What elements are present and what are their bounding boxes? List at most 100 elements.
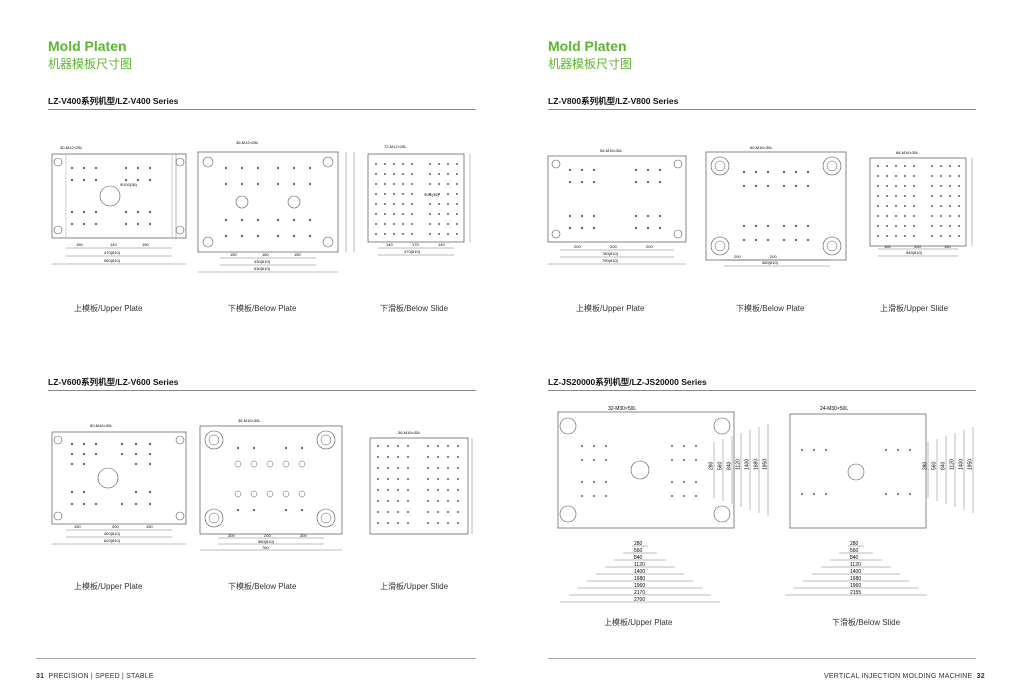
bolt-hole bbox=[438, 223, 440, 225]
bolt-hole bbox=[393, 223, 395, 225]
bolt-hole bbox=[904, 205, 906, 207]
bolt-hole bbox=[429, 193, 431, 195]
svg-text:Φ24(36): Φ24(36) bbox=[424, 192, 439, 197]
bolt-hole bbox=[429, 213, 431, 215]
bolt-hole bbox=[427, 445, 429, 447]
bolt-hole bbox=[940, 235, 942, 237]
bolt-hole bbox=[387, 456, 389, 458]
bolt-hole bbox=[411, 233, 413, 235]
bolt-hole bbox=[456, 213, 458, 215]
svg-text:545(610): 545(610) bbox=[906, 250, 923, 255]
section-divider bbox=[548, 390, 976, 391]
bolt-hole bbox=[438, 213, 440, 215]
bolt-hole bbox=[407, 456, 409, 458]
bolt-hole bbox=[886, 215, 888, 217]
bolt-hole bbox=[904, 195, 906, 197]
bolt-hole bbox=[877, 205, 879, 207]
bolt-hole bbox=[411, 203, 413, 205]
bolt-hole bbox=[387, 500, 389, 502]
bolt-hole bbox=[411, 213, 413, 215]
bolt-hole bbox=[411, 173, 413, 175]
bolt-hole bbox=[438, 173, 440, 175]
bolt-hole bbox=[411, 183, 413, 185]
bolt-hole bbox=[447, 445, 449, 447]
bolt-hole bbox=[447, 183, 449, 185]
bolt-hole bbox=[429, 173, 431, 175]
bolt-hole bbox=[886, 225, 888, 227]
bolt-hole bbox=[411, 223, 413, 225]
dimension-label: 280 bbox=[850, 541, 859, 547]
bolt-hole bbox=[407, 478, 409, 480]
bolt-hole bbox=[393, 183, 395, 185]
bolt-hole bbox=[904, 235, 906, 237]
bolt-hole bbox=[375, 233, 377, 235]
bolt-hole bbox=[407, 467, 409, 469]
bolt-hole bbox=[397, 467, 399, 469]
svg-text:140: 140 bbox=[110, 242, 117, 247]
js20000-below-slide-drawing: 24-M30×50L 28056084011201400168019602155… bbox=[785, 406, 974, 596]
svg-text:Φ100(36): Φ100(36) bbox=[120, 182, 138, 187]
bolt-hole bbox=[447, 478, 449, 480]
svg-text:72-M12×25L: 72-M12×25L bbox=[384, 144, 407, 149]
bolt-hole bbox=[931, 185, 933, 187]
svg-text:200: 200 bbox=[646, 244, 653, 249]
bolt-hole bbox=[456, 203, 458, 205]
bolt-hole bbox=[958, 175, 960, 177]
bolt-hole bbox=[397, 445, 399, 447]
bolt-hole bbox=[457, 467, 459, 469]
bolt-hole bbox=[393, 233, 395, 235]
svg-text:760: 760 bbox=[262, 545, 269, 550]
dimension-label: 2155 bbox=[850, 590, 861, 596]
svg-text:200: 200 bbox=[734, 254, 741, 259]
bolt-hole bbox=[377, 445, 379, 447]
bolt-hole bbox=[387, 467, 389, 469]
svg-text:150: 150 bbox=[146, 524, 153, 529]
bolt-hole bbox=[407, 522, 409, 524]
bolt-hole bbox=[427, 467, 429, 469]
bolt-hole bbox=[437, 489, 439, 491]
bolt-hole bbox=[940, 215, 942, 217]
svg-text:200: 200 bbox=[914, 244, 921, 249]
bolt-hole bbox=[904, 215, 906, 217]
bolt-hole bbox=[393, 173, 395, 175]
svg-text:56-M16×30L: 56-M16×30L bbox=[600, 148, 623, 153]
bolt-hole bbox=[895, 185, 897, 187]
footer-divider bbox=[548, 658, 976, 659]
bolt-hole bbox=[877, 195, 879, 197]
bolt-hole bbox=[913, 235, 915, 237]
bolt-hole bbox=[402, 173, 404, 175]
bolt-hole bbox=[457, 456, 459, 458]
bolt-hole bbox=[427, 511, 429, 513]
bolt-hole bbox=[427, 478, 429, 480]
bolt-hole bbox=[913, 205, 915, 207]
bolt-hole bbox=[377, 489, 379, 491]
bolt-hole bbox=[429, 233, 431, 235]
bolt-hole bbox=[393, 203, 395, 205]
bolt-hole bbox=[949, 225, 951, 227]
bolt-hole bbox=[949, 235, 951, 237]
svg-text:24-M30×50L: 24-M30×50L bbox=[820, 406, 848, 412]
v400-upper-caption: 上模板/Upper Plate bbox=[74, 304, 143, 313]
bolt-hole bbox=[387, 445, 389, 447]
bolt-hole bbox=[877, 165, 879, 167]
dimension-label: 840 bbox=[850, 555, 859, 561]
section-divider bbox=[548, 109, 976, 110]
bolt-hole bbox=[931, 205, 933, 207]
bolt-hole bbox=[895, 175, 897, 177]
bolt-hole bbox=[397, 511, 399, 513]
bolt-hole bbox=[877, 185, 879, 187]
right-page-number: 32 bbox=[976, 673, 985, 680]
dimension-label: 2700 bbox=[634, 597, 645, 603]
bolt-hole bbox=[958, 225, 960, 227]
bolt-hole bbox=[384, 203, 386, 205]
bolt-hole bbox=[375, 203, 377, 205]
bolt-hole bbox=[904, 165, 906, 167]
bolt-hole bbox=[895, 205, 897, 207]
right-page-title-zh: 机器模板尺寸图 bbox=[548, 57, 633, 71]
bolt-hole bbox=[456, 173, 458, 175]
bolt-hole bbox=[913, 175, 915, 177]
bolt-hole bbox=[949, 195, 951, 197]
